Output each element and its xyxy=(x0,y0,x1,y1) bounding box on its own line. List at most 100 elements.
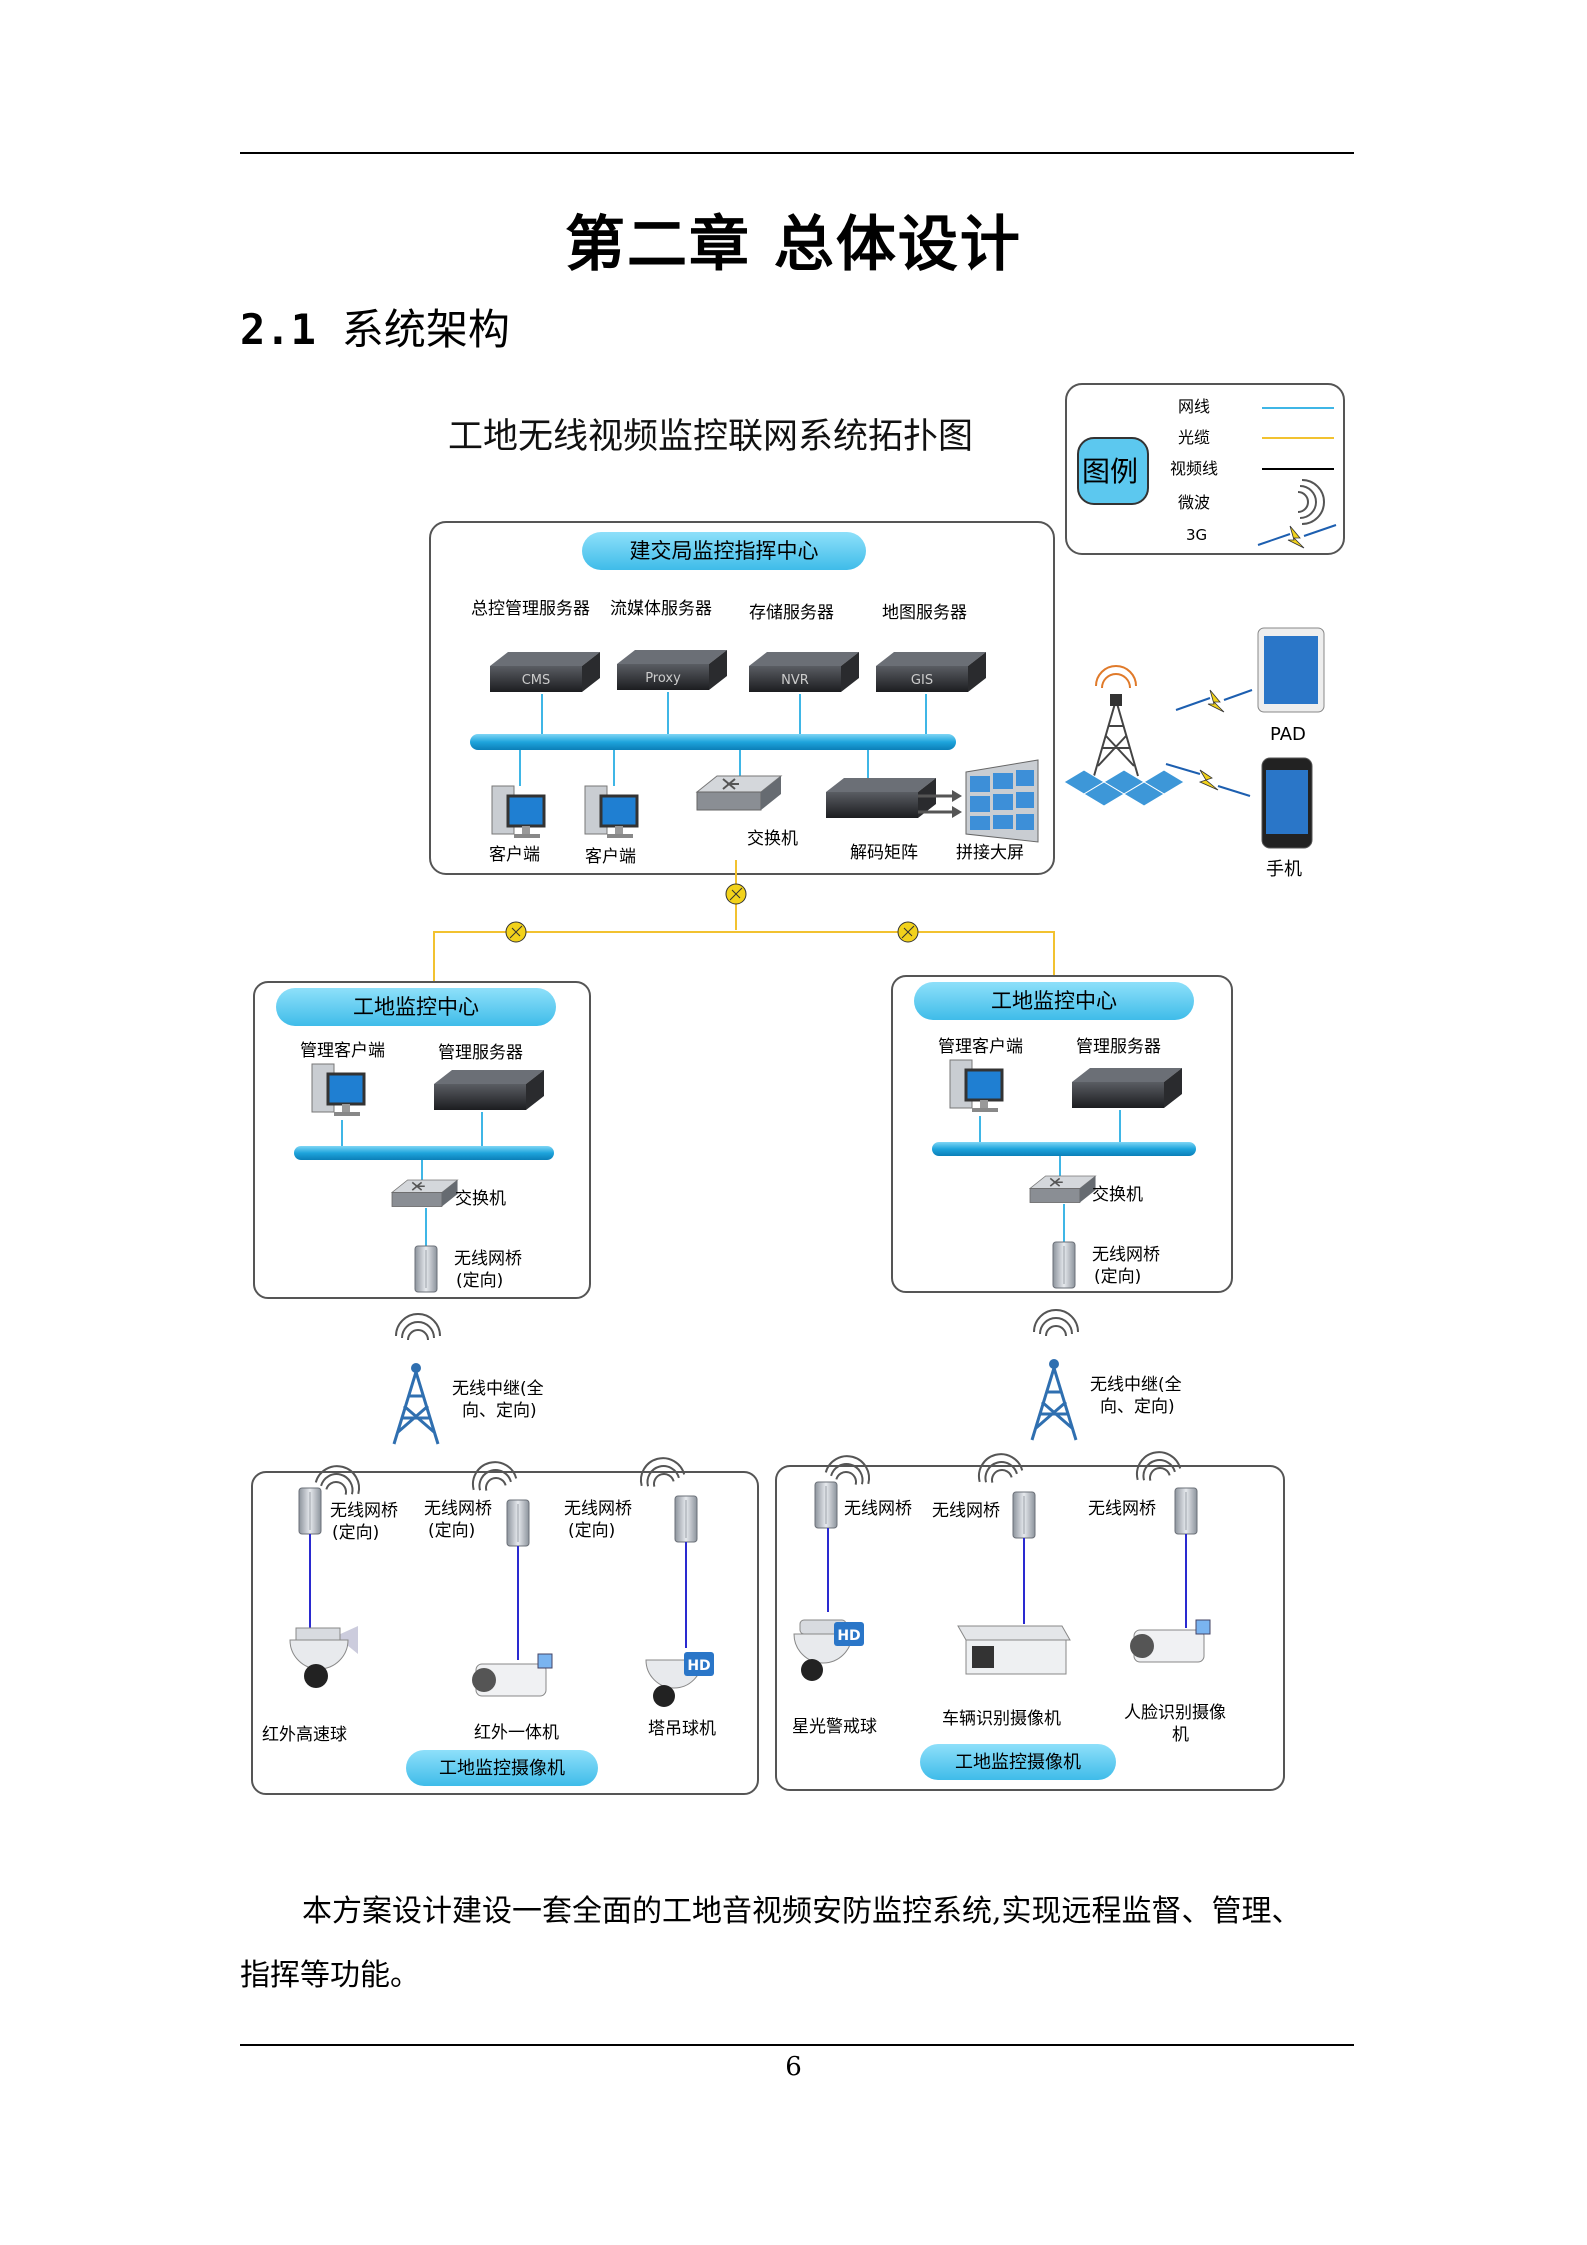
fiber-converter-icon xyxy=(505,883,919,943)
cam-right-bridge-label: 无线网桥 xyxy=(844,1499,912,1519)
hq-server-label-cms: 总控管理服务器 xyxy=(471,599,590,619)
cam-left-bridge-label: 无线网桥 xyxy=(564,1499,632,1519)
camera-label: 人脸识别摄像 xyxy=(1124,1703,1226,1723)
hq-network-bus xyxy=(470,734,956,750)
site-left-network-bus xyxy=(294,1146,554,1160)
hq-server-label-nvr: 存储服务器 xyxy=(749,603,834,623)
site-right-network-bus xyxy=(932,1142,1196,1156)
hq-title: 建交局监控指挥中心 xyxy=(630,539,819,563)
camera-label-2: 机 xyxy=(1172,1725,1189,1745)
cam-left-bridge-sub: (定向) xyxy=(568,1521,615,1541)
svg-text:HD: HD xyxy=(837,1628,860,1644)
camera-label: 星光警戒球 xyxy=(792,1717,877,1737)
cam-right-title: 工地监控摄像机 xyxy=(955,1752,1081,1773)
wave-icon xyxy=(395,1313,441,1341)
hq-videowall-label: 拼接大屏 xyxy=(956,843,1024,863)
relay-right-label: 无线中继(全 xyxy=(1090,1375,1182,1395)
footer-rule xyxy=(240,2044,1354,2046)
legend-item-3g: 3G xyxy=(1186,526,1207,544)
vehicle-recognition-camera-icon xyxy=(957,1625,1071,1675)
site-center-right: 工地监控中心 管理客户端 管理服务器 交换机 无线网桥 (定向) xyxy=(891,975,1233,1293)
svg-text:CMS: CMS xyxy=(522,673,551,688)
bullet-camera-icon xyxy=(472,1653,553,1697)
site-right-switch-label: 交换机 xyxy=(1092,1185,1143,1205)
site-right-client-label: 管理客户端 xyxy=(938,1037,1023,1057)
hq-server-label-gis: 地图服务器 xyxy=(882,603,967,623)
camera-label: 红外高速球 xyxy=(262,1725,347,1745)
wireless-bridge-icon xyxy=(298,1487,322,1535)
server-cms-icon: CMS xyxy=(490,652,600,692)
hq-switch-label: 交换机 xyxy=(747,829,798,849)
cam-left-title: 工地监控摄像机 xyxy=(439,1758,565,1779)
site-left-bridge-label: 无线网桥 xyxy=(454,1249,522,1269)
hq-client-label: 客户端 xyxy=(489,845,540,865)
management-server-icon xyxy=(1072,1068,1182,1108)
speed-dome-camera-icon xyxy=(289,1626,358,1688)
header-rule xyxy=(240,152,1354,154)
relay-tower-icon xyxy=(392,1361,440,1446)
wireless-bridge-icon xyxy=(1174,1487,1198,1535)
server-proxy-icon: Proxy xyxy=(617,650,727,690)
wave-icon xyxy=(1033,1309,1079,1337)
site-left-switch-label: 交换机 xyxy=(455,1189,506,1209)
pad-label: PAD xyxy=(1270,724,1306,745)
camera-label: 红外一体机 xyxy=(474,1723,559,1743)
face-recognition-camera-icon xyxy=(1130,1619,1211,1663)
legend-label: 图例 xyxy=(1082,455,1138,488)
site-right-server-label: 管理服务器 xyxy=(1076,1037,1161,1057)
site-left-bridge-sub: (定向) xyxy=(456,1271,503,1291)
diagram-title: 工地无线视频监控联网系统拓扑图 xyxy=(448,417,973,457)
hq-panel: 建交局监控指挥中心 总控管理服务器 流媒体服务器 存储服务器 地图服务器 CMS… xyxy=(429,521,1055,875)
page-number: 6 xyxy=(785,2052,802,2082)
legend-item-network-cable: 网线 xyxy=(1178,397,1210,416)
camera-group-left: 无线网桥 (定向) 无线网桥 (定向) 无线网桥 (定向) 红外高速球 红外一体… xyxy=(251,1452,759,1795)
section-number: 2.1 xyxy=(240,305,316,354)
body-paragraph-line1: 本方案设计建设一套全面的工地音视频安防监控系统,实现远程监督、管理、 xyxy=(302,1894,1302,1929)
phone-icon xyxy=(1261,757,1313,849)
legend-item-fiber: 光缆 xyxy=(1178,428,1210,447)
camera-label: 塔吊球机 xyxy=(648,1719,716,1739)
wireless-bridge-icon xyxy=(414,1245,438,1293)
site-center-left: 工地监控中心 管理客户端 管理服务器 交换机 无线网桥 (定向) xyxy=(253,981,591,1299)
fiber-links xyxy=(433,860,1055,982)
cam-left-bridge-label: 无线网桥 xyxy=(424,1499,492,1519)
management-server-icon xyxy=(434,1070,544,1110)
site-left-client-label: 管理客户端 xyxy=(300,1041,385,1061)
tower-crane-dome-camera-icon: HD xyxy=(645,1652,714,1707)
site-right-bridge-sub: (定向) xyxy=(1094,1267,1141,1287)
relay-tower-icon xyxy=(1030,1357,1078,1442)
cam-right-bridge-label: 无线网桥 xyxy=(1088,1499,1156,1519)
cam-left-bridge-sub: (定向) xyxy=(332,1523,379,1543)
site-left-title: 工地监控中心 xyxy=(353,995,479,1019)
camera-label: 车辆识别摄像机 xyxy=(942,1709,1061,1729)
cam-left-bridge-sub: (定向) xyxy=(428,1521,475,1541)
legend-box: 图例 网线 光缆 视频线 微波 3G xyxy=(1065,383,1345,555)
relay-left-label-2: 向、定向) xyxy=(462,1401,537,1421)
svg-text:GIS: GIS xyxy=(911,673,933,688)
cam-right-bridge-label: 无线网桥 xyxy=(932,1501,1000,1521)
relay-right: 无线中继(全 向、定向) xyxy=(1030,1309,1182,1442)
server-nvr-icon: NVR xyxy=(749,652,859,692)
server-gis-icon: GIS xyxy=(876,652,986,692)
phone-label: 手机 xyxy=(1266,859,1302,880)
hq-server-label-proxy: 流媒体服务器 xyxy=(610,599,712,619)
svg-text:Proxy: Proxy xyxy=(645,671,681,686)
section-title: 系统架构 xyxy=(341,305,510,354)
relay-left: 无线中继(全 向、定向) xyxy=(392,1313,544,1446)
wireless-bridge-icon xyxy=(1052,1241,1076,1289)
3g-link-pad xyxy=(1175,689,1253,713)
wireless-bridge-icon xyxy=(674,1495,698,1543)
wireless-bridge-icon xyxy=(506,1499,530,1547)
wireless-bridge-icon xyxy=(1012,1491,1036,1539)
body-paragraph-line2: 指挥等功能。 xyxy=(240,1958,420,1993)
video-wall-icon xyxy=(965,759,1039,843)
relay-right-label-2: 向、定向) xyxy=(1100,1397,1175,1417)
svg-text:NVR: NVR xyxy=(781,673,809,688)
section-heading: 2.1 系统架构 xyxy=(240,296,510,357)
3g-link-phone xyxy=(1165,763,1251,797)
svg-text:HD: HD xyxy=(687,1658,710,1674)
cam-left-bridge-label: 无线网桥 xyxy=(330,1501,398,1521)
site-left-server-label: 管理服务器 xyxy=(438,1043,523,1063)
hq-client-label: 客户端 xyxy=(585,847,636,867)
